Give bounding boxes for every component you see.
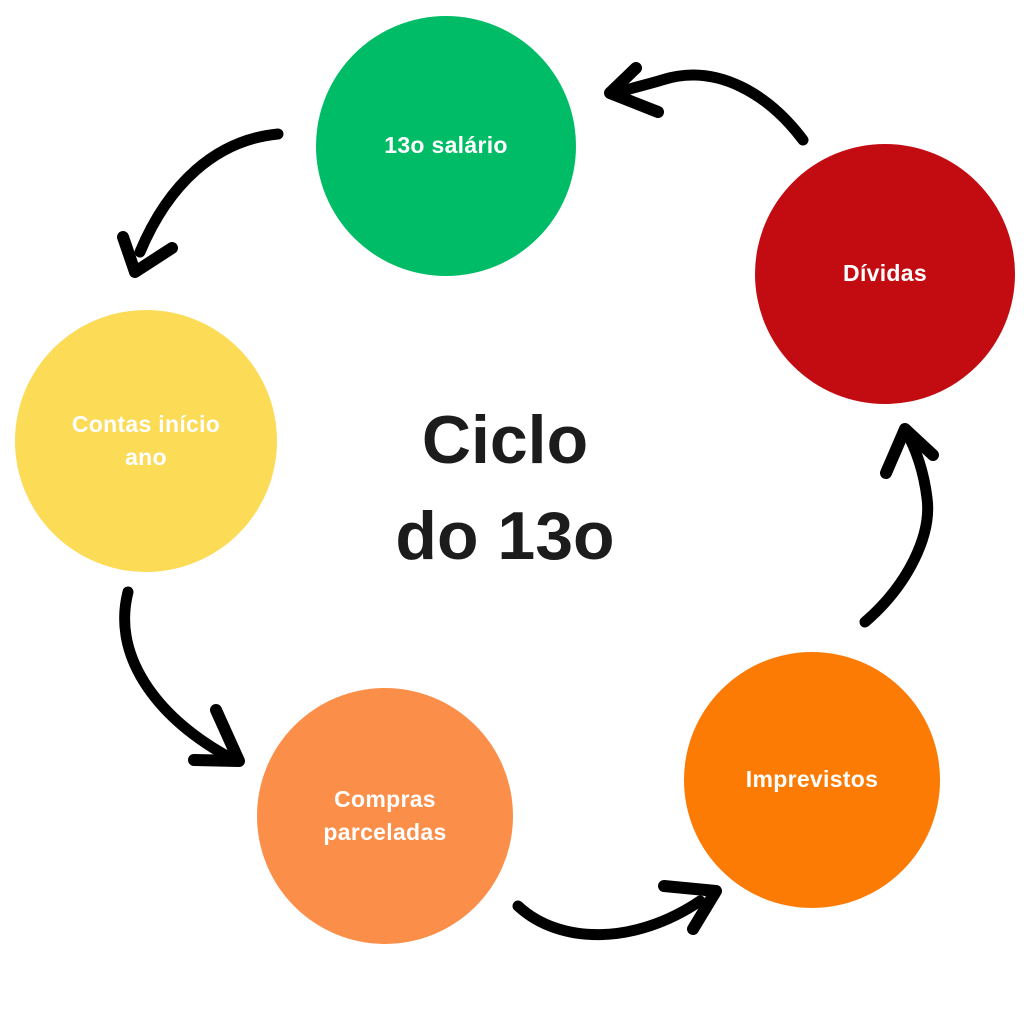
node-13o-salario: 13o salário (316, 16, 576, 276)
arrow-contas-inicio-ano-to-compras-parceladas (119, 586, 245, 767)
arrow-compras-parceladas-to-imprevistos (512, 880, 722, 941)
node-contas-inicio-ano-label: Contas início ano (72, 408, 220, 475)
node-contas-inicio-ano-line2: ano (125, 444, 167, 470)
node-dividas-label: Dívidas (843, 257, 927, 290)
node-imprevistos: Imprevistos (684, 652, 940, 908)
arrow-13o-salario-to-contas-inicio-ano (117, 128, 284, 278)
node-compras-parceladas-line2: parceladas (323, 819, 447, 845)
node-contas-inicio-ano: Contas início ano (15, 310, 277, 572)
diagram-title-line2: do 13o (395, 498, 615, 574)
node-contas-inicio-ano-line1: Contas início (71, 410, 221, 437)
diagram-title-line1: Ciclo (421, 402, 589, 478)
arrow-imprevistos-to-dividas (859, 423, 939, 628)
node-dividas-line1: Dívidas (843, 260, 927, 287)
node-compras-parceladas-line1: Compras (334, 785, 436, 812)
node-13o-salario-label: 13o salário (384, 129, 507, 162)
node-imprevistos-label: Imprevistos (746, 763, 878, 796)
arrow-dividas-to-13o-salario (604, 62, 809, 146)
node-compras-parceladas: Compras parceladas (257, 688, 513, 944)
node-dividas: Dívidas (755, 144, 1015, 404)
node-compras-parceladas-label: Compras parceladas (323, 783, 446, 850)
node-13o-salario-line1: 13o salário (384, 132, 508, 159)
diagram-title: Ciclo do 13o (395, 392, 614, 584)
node-imprevistos-line1: Imprevistos (745, 766, 879, 793)
